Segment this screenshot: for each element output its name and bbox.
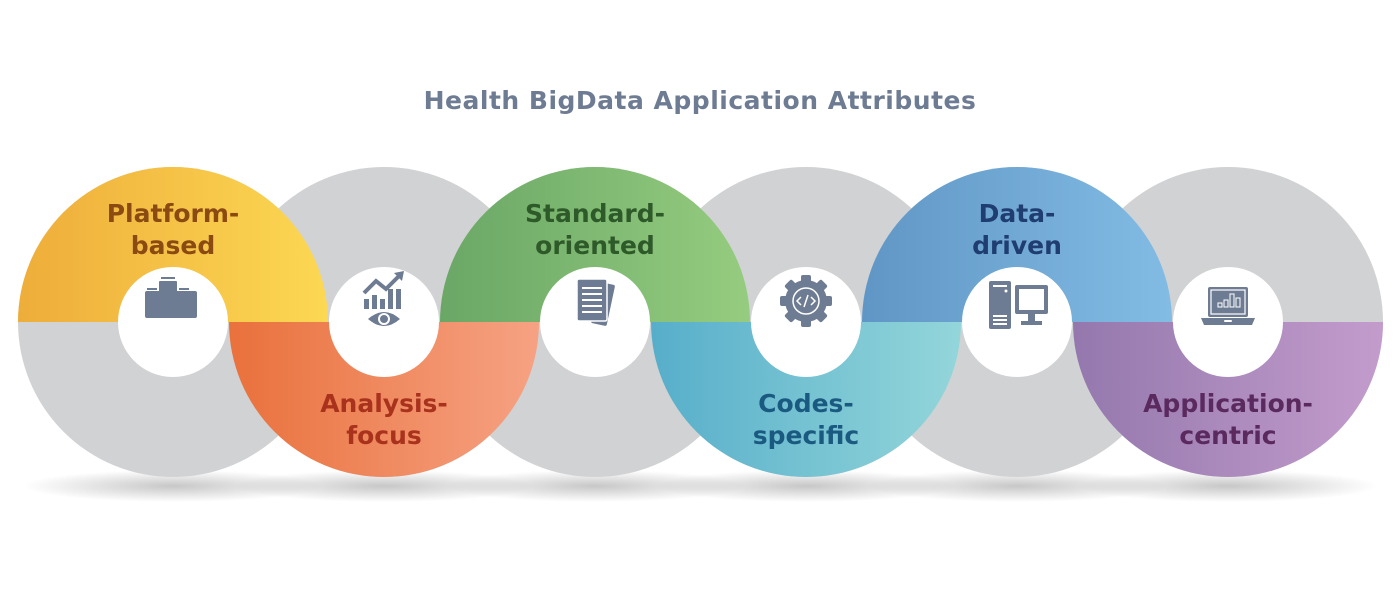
platform-blocks-icon <box>145 277 197 318</box>
attribute-label: centric <box>1179 421 1276 450</box>
circle-shadow <box>445 470 745 502</box>
attribute-label: Analysis- <box>320 389 448 418</box>
attribute-label: oriented <box>535 231 655 260</box>
attribute-segment-5 <box>862 167 1172 322</box>
circle-shadow <box>234 470 534 502</box>
attribute-segment-6 <box>1073 322 1383 477</box>
attribute-segment-4 <box>651 322 961 477</box>
attribute-label: specific <box>753 421 859 450</box>
circle-shadow <box>867 470 1167 502</box>
circle-shadow <box>23 470 323 502</box>
desktop-computer-icon <box>989 281 1048 329</box>
attribute-segment-3 <box>440 167 750 322</box>
attribute-label: Data- <box>979 199 1056 228</box>
attribute-segment-2 <box>229 322 539 477</box>
attribute-label: focus <box>346 421 422 450</box>
attribute-label: Application- <box>1143 389 1313 418</box>
diagram-title: Health BigData Application Attributes <box>423 86 977 115</box>
chart-eye-icon <box>362 271 404 326</box>
documents-icon <box>576 278 615 326</box>
attribute-label: Codes- <box>758 389 854 418</box>
attribute-segment-1 <box>18 167 328 322</box>
icon-circle <box>962 267 1072 377</box>
attribute-label: based <box>131 231 216 260</box>
attribute-label: Standard- <box>525 199 665 228</box>
laptop-chart-icon <box>1201 287 1255 325</box>
code-gear-icon <box>780 275 832 327</box>
circle-shadow <box>656 470 956 502</box>
circle-shadow <box>1078 470 1378 502</box>
attribute-label: driven <box>972 231 1062 260</box>
attribute-label: Platform- <box>107 199 240 228</box>
